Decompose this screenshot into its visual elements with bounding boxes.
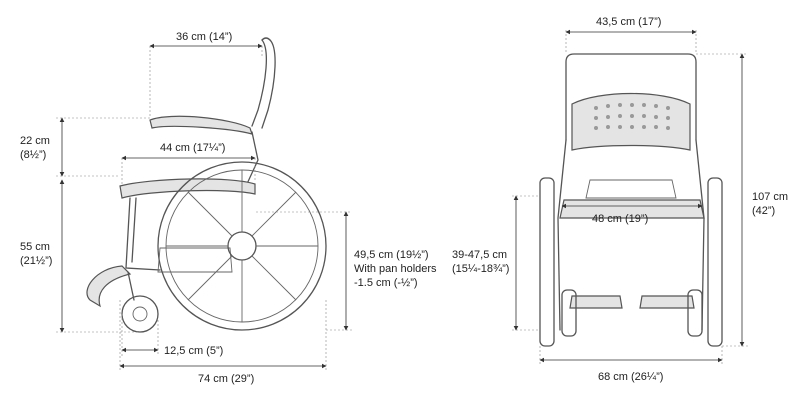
front-wheel-label: 12,5 cm (5”) bbox=[164, 345, 223, 357]
seat-depth-label: 44 cm (17¼”) bbox=[160, 142, 225, 154]
total-height-cm-label: 107 cm bbox=[752, 191, 788, 203]
seat-height-in-label: (21½”) bbox=[20, 255, 52, 267]
backrest-holes bbox=[594, 103, 670, 130]
backrest-width-label: 43,5 cm (17”) bbox=[596, 16, 661, 28]
side-view-dimensions bbox=[56, 43, 352, 372]
front-view-chair bbox=[539, 53, 723, 347]
total-height-in-label: (42”) bbox=[752, 205, 775, 217]
under-seat-line1-label: 49,5 cm (19½”) bbox=[354, 249, 429, 261]
seat-height-cm-label: 55 cm bbox=[20, 241, 50, 253]
armrest-height-cm-label: 22 cm bbox=[20, 135, 50, 147]
total-width-label: 68 cm (26¼”) bbox=[598, 371, 663, 383]
backrest-depth-label: 36 cm (14”) bbox=[176, 31, 232, 43]
under-seat-line3-label: -1.5 cm (-½”) bbox=[354, 277, 418, 289]
total-length-label: 74 cm (29”) bbox=[198, 373, 254, 385]
armrest-range-in-label: (15¼-18¾”) bbox=[452, 263, 509, 275]
under-seat-line2-label: With pan holders bbox=[354, 263, 437, 275]
front-view-dimensions bbox=[512, 29, 748, 366]
seat-width-label: 48 cm (19”) bbox=[592, 213, 648, 225]
armrest-range-cm-label: 39-47,5 cm bbox=[452, 249, 507, 261]
side-view-chair bbox=[86, 37, 327, 333]
armrest-height-in-label: (8½”) bbox=[20, 149, 46, 161]
